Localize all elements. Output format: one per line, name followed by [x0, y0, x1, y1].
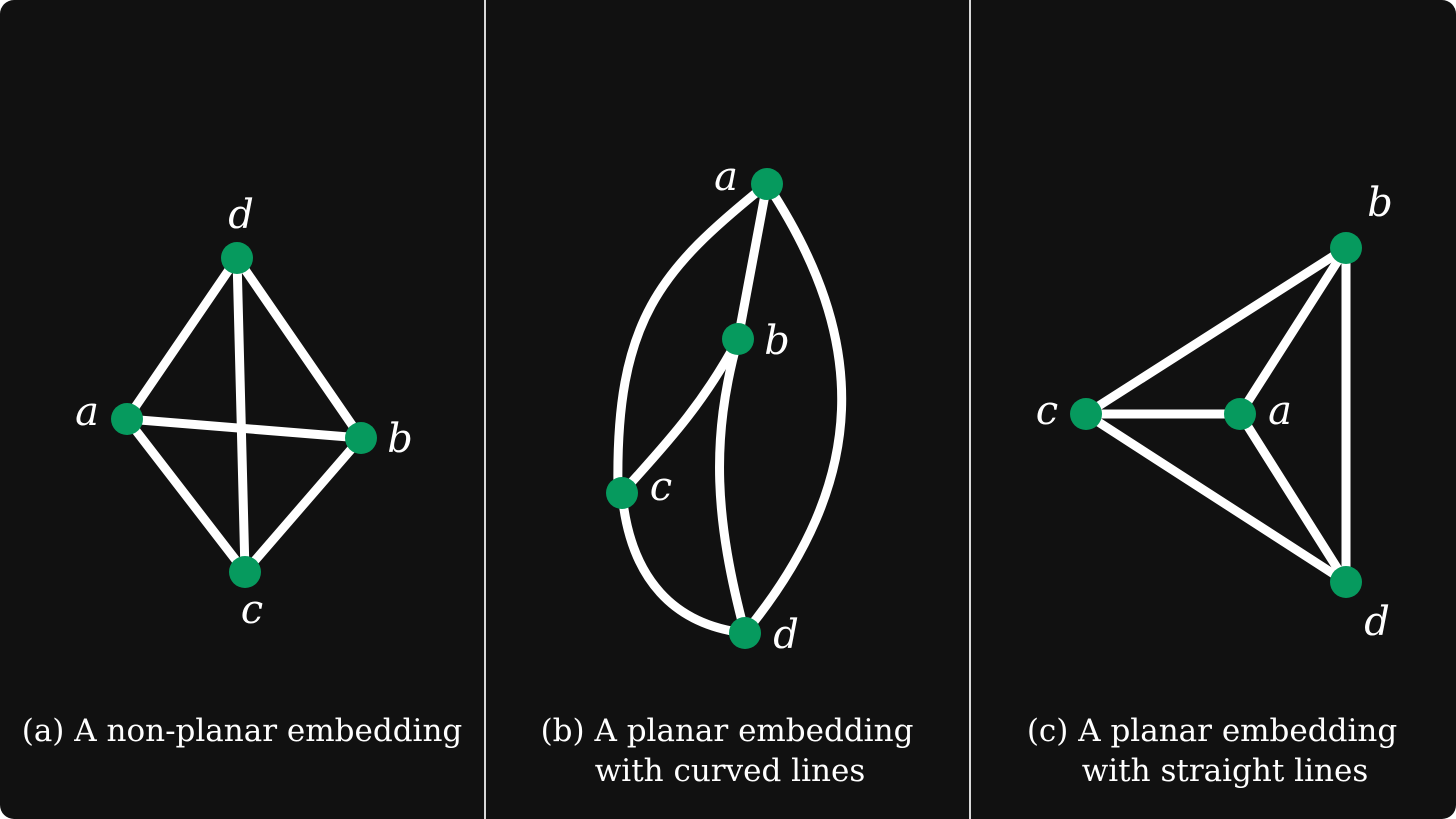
node-a	[111, 403, 143, 435]
node-label-d: d	[773, 612, 799, 658]
edge-d-b	[232, 253, 366, 443]
edge-a-d	[122, 253, 242, 424]
node-label-b: b	[764, 318, 790, 364]
edge-b-c	[240, 433, 366, 577]
node-label-c: c	[1036, 388, 1058, 434]
edge-a-b	[733, 179, 772, 344]
edge-a-c	[122, 414, 250, 577]
caption-b-line-2: with curved lines	[595, 753, 865, 789]
node-label-a: a	[75, 389, 99, 435]
edge-a-c	[613, 179, 772, 495]
edge-b-d	[715, 334, 750, 638]
edge-d-c	[232, 253, 250, 577]
panel-b: a b c d (b) A planar embedding with curv…	[541, 154, 914, 789]
node-b	[1330, 232, 1362, 264]
node-a	[751, 168, 783, 200]
node-d	[729, 617, 761, 649]
node-label-c: c	[241, 587, 263, 633]
node-label-b: b	[1367, 180, 1393, 226]
node-d	[1330, 566, 1362, 598]
edge-c-d	[1081, 409, 1351, 587]
node-label-d: d	[1364, 599, 1390, 645]
node-label-c: c	[650, 464, 672, 510]
node-a	[1224, 398, 1256, 430]
edge-a-b	[122, 414, 366, 443]
node-d	[221, 242, 253, 274]
node-b	[722, 323, 754, 355]
edge-c-d	[617, 488, 750, 638]
caption-c-line-1: (c) A planar embedding	[1027, 713, 1397, 749]
node-b	[345, 422, 377, 454]
caption-a-line-1: (a) A non-planar embedding	[22, 713, 463, 749]
node-label-a: a	[1268, 388, 1292, 434]
node-c	[606, 477, 638, 509]
edge-b-c	[617, 334, 743, 498]
edge-b-a	[1235, 243, 1351, 419]
node-label-b: b	[387, 416, 413, 462]
node-label-d: d	[228, 192, 254, 238]
panel-c: b c a d (c) A planar embedding with stra…	[1027, 180, 1397, 789]
edge-a-d	[1235, 409, 1351, 587]
node-label-a: a	[714, 154, 738, 200]
panel-a: d a b c (a) A non-planar embedding	[22, 192, 463, 749]
node-c	[1070, 398, 1102, 430]
node-c	[229, 556, 261, 588]
edge-a-d	[740, 179, 847, 638]
caption-c-line-2: with straight lines	[1082, 753, 1368, 789]
caption-b-line-1: (b) A planar embedding	[541, 713, 914, 749]
edge-b-c	[1081, 243, 1351, 419]
